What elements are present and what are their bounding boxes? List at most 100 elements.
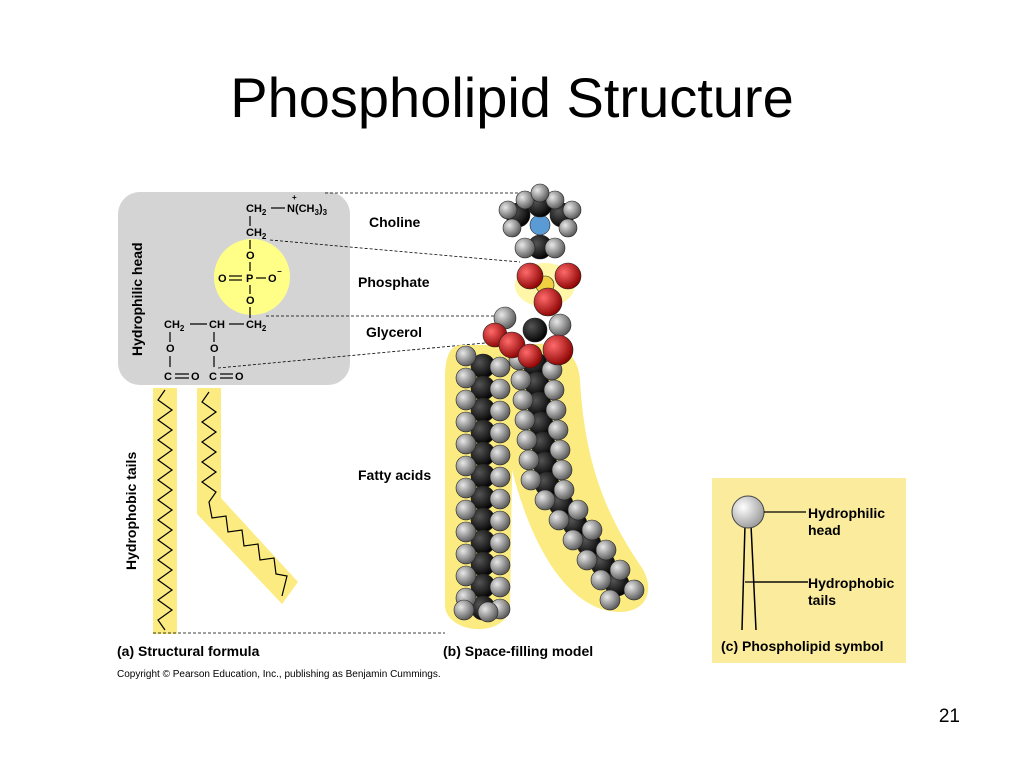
hydrogen-atom [548, 509, 570, 531]
hydrogen-atom [512, 389, 534, 411]
svg-text:O: O [191, 371, 200, 383]
symbol-tails-label-2: tails [808, 592, 836, 608]
svg-text:C: C [209, 371, 217, 383]
svg-text:CH2: CH2 [246, 319, 267, 333]
svg-text:O: O [210, 343, 219, 355]
hydrogen-atom [548, 313, 572, 337]
space-filling-model [445, 183, 649, 630]
hydrogen-atom [595, 539, 617, 561]
hydrogen-atom [455, 565, 477, 587]
oxygen-atom [516, 262, 544, 290]
hydrogen-atom [455, 477, 477, 499]
hydrogen-atom [590, 569, 612, 591]
hydrogen-atom [514, 237, 536, 259]
svg-text:CH2: CH2 [164, 319, 185, 333]
svg-text:O: O [246, 295, 255, 307]
svg-text:O: O [246, 250, 255, 262]
hydrogen-atom [551, 459, 573, 481]
caption-space-filling-model: (b) Space-filling model [443, 643, 593, 659]
hydrogen-atom [455, 543, 477, 565]
hydrogen-atom [562, 200, 582, 220]
hydrogen-atom [455, 389, 477, 411]
hydrogen-atom [453, 599, 475, 621]
svg-text:P: P [246, 273, 253, 285]
guide-lines [153, 192, 521, 634]
carbon-atom [522, 317, 548, 343]
hydrogen-atom [489, 466, 511, 488]
hydrogen-atom [510, 369, 532, 391]
hydrogen-atom [567, 499, 589, 521]
hydrogen-atom [530, 183, 550, 203]
hydrogen-atom [489, 422, 511, 444]
symbol-head-icon [731, 495, 765, 529]
svg-text:CH: CH [209, 319, 225, 331]
phospholipid-symbol: Hydrophilic head Hydrophobic tails (c) P… [712, 478, 906, 663]
oxygen-atom [554, 262, 582, 290]
hydrogen-atom [455, 521, 477, 543]
hydrogen-atom [489, 444, 511, 466]
hydrogen-atom [489, 378, 511, 400]
svg-text:C: C [164, 371, 172, 383]
hydrogen-atom [477, 601, 499, 623]
hydrogen-atom [489, 576, 511, 598]
svg-text:CH2: CH2 [246, 203, 267, 217]
hydrogen-atom [489, 510, 511, 532]
hydrogen-atom [544, 237, 566, 259]
hydrogen-atom [489, 400, 511, 422]
hydrogen-atom [623, 579, 645, 601]
svg-text:O: O [235, 371, 244, 383]
symbol-head-label-1: Hydrophilic [808, 505, 885, 521]
slide-title: Phospholipid Structure [230, 66, 794, 129]
hydrogen-atom [455, 345, 477, 367]
choline-label: Choline [369, 214, 421, 230]
hydrogen-atom [498, 200, 518, 220]
hydrogen-atom [455, 411, 477, 433]
hydrogen-atom [455, 433, 477, 455]
fatty-acids-label: Fatty acids [358, 467, 431, 483]
hydrogen-atom [455, 455, 477, 477]
hydrogen-atom [455, 499, 477, 521]
svg-text:N(CH3)3: N(CH3)3 [287, 203, 328, 217]
structural-formula: CH2 + N(CH3)3 CH2 O O P O − O CH2 CH CH2… [164, 193, 328, 383]
svg-text:O: O [218, 273, 227, 285]
hydrogen-atom [549, 439, 571, 461]
hydrogen-atom [562, 529, 584, 551]
hydrophobic-tails-label: Hydrophobic tails [123, 452, 139, 570]
svg-text:CH2: CH2 [246, 227, 267, 241]
symbol-tails-label-1: Hydrophobic [808, 575, 895, 591]
hydrogen-atom [489, 532, 511, 554]
hydrogen-atom [576, 549, 598, 571]
hydrogen-atom [489, 554, 511, 576]
glycerol-label: Glycerol [366, 324, 422, 340]
hydrogen-atom [514, 409, 536, 431]
svg-text:+: + [292, 193, 297, 202]
svg-text:O: O [166, 343, 175, 355]
hydrogen-atom [502, 218, 522, 238]
hydrogen-atom [518, 449, 540, 471]
copyright-notice: Copyright © Pearson Education, Inc., pub… [117, 669, 441, 680]
hydrogen-atom [581, 519, 603, 541]
hydrogen-atom [489, 356, 511, 378]
caption-phospholipid-symbol: (c) Phospholipid symbol [721, 638, 884, 654]
hydrogen-atom [599, 589, 621, 611]
hydrogen-atom [455, 367, 477, 389]
hydrogen-atom [553, 479, 575, 501]
hydrogen-atom [609, 559, 631, 581]
hydrogen-atom [543, 379, 565, 401]
caption-structural-formula: (a) Structural formula [117, 643, 260, 659]
oxygen-atom [533, 287, 563, 317]
page-number: 21 [938, 706, 960, 727]
phosphate-label: Phosphate [358, 274, 430, 290]
oxygen-atom [542, 334, 574, 366]
hydrogen-atom [534, 489, 556, 511]
symbol-head-label-2: head [808, 522, 841, 538]
oxygen-atom [517, 343, 543, 369]
svg-text:O: O [268, 273, 277, 285]
hydrophilic-head-label: Hydrophilic head [129, 242, 145, 356]
hydrogen-atom [547, 419, 569, 441]
hydrogen-atom [545, 399, 567, 421]
nitrogen-atom [529, 214, 551, 236]
hydrogen-atom [520, 469, 542, 491]
structural-tails [153, 388, 298, 634]
